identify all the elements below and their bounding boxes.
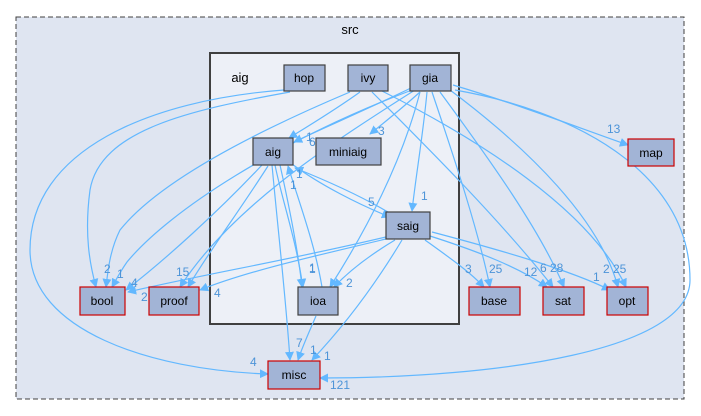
edge-label-saig-base: 3 (465, 262, 472, 276)
edge-label-ioa-aig: 1 (309, 262, 316, 276)
edge-label-aig-bool: 4 (131, 276, 138, 290)
node-ivy-label: ivy (361, 71, 376, 85)
edge-gia-saig (408, 91, 428, 212)
node-ivy[interactable]: ivy (347, 64, 389, 92)
node-ioa-label: ioa (310, 294, 326, 308)
edge-label-gia-misc: 121 (330, 378, 350, 392)
edge-label-aig-saig: 1 (290, 178, 297, 192)
node-bool[interactable]: bool (79, 286, 126, 316)
node-miniaig-label: miniaig (329, 145, 367, 159)
edge-aig-ioa (279, 164, 306, 288)
cluster-src-label: src (341, 22, 359, 37)
edge-saig-sat (429, 235, 548, 288)
edge-label-saig-opt: 1 (593, 270, 600, 284)
node-base[interactable]: base (468, 286, 521, 316)
edge-label-gia-map: 13 (607, 122, 621, 136)
edge-label-gia-aig: 6 (309, 135, 316, 149)
edge-label-ivy-sat: 6 (540, 261, 547, 275)
edge-label-hop-bool: 2 (104, 262, 111, 276)
edge-label-gia-base: 25 (489, 262, 503, 276)
edge-label-ioa-misc: 7 (296, 336, 303, 350)
edge-ivy-opt (379, 89, 627, 288)
edge-label-saig-ioa: 2 (346, 276, 353, 290)
edge-aig-bool (125, 164, 263, 291)
edge-gia-misc (319, 89, 691, 383)
node-proof-label: proof (160, 294, 188, 308)
node-aig-label: aig (265, 145, 281, 159)
edge-saig-ioa (333, 239, 396, 288)
edge-gia-sat (439, 91, 566, 288)
edge-label-saig-bool: 2 (141, 290, 148, 304)
node-saig[interactable]: saig (385, 211, 431, 240)
node-sat[interactable]: sat (542, 286, 585, 316)
edge-gia-opt (449, 89, 621, 288)
edge-ivy-sat (371, 91, 554, 288)
node-ioa[interactable]: ioa (297, 286, 339, 316)
node-map[interactable]: map (627, 138, 675, 167)
edge-label-gia-sat: 28 (550, 261, 564, 275)
edge-label-gia-miniaig: 3 (378, 124, 385, 138)
node-base-label: base (481, 294, 507, 308)
edge-ivy-aig (288, 91, 361, 139)
edge-label-saig-proof: 4 (214, 286, 221, 300)
edge-saig-base (424, 239, 485, 288)
edge-label-ivy-bool: 1 (117, 267, 124, 281)
node-gia[interactable]: gia (409, 64, 452, 92)
edge-label-aig-ioa-up: 1 (296, 167, 303, 181)
edge-label-gia-saig: 1 (421, 189, 428, 203)
edge-label-ivy-opt: 25 (613, 262, 627, 276)
edge-label-aig-misc: 1 (310, 343, 317, 357)
node-aig[interactable]: aig (252, 137, 294, 166)
node-hop[interactable]: hop (283, 64, 326, 92)
node-saig-label: saig (397, 219, 419, 233)
edge-saig-opt (431, 231, 611, 291)
edge-gia-miniaig (369, 91, 421, 135)
edge-label-ivy-aig: 1 (306, 130, 313, 144)
edge-label-saig-aig: 5 (368, 195, 375, 209)
edge-aig-proof (187, 165, 269, 288)
edge-hop-bool (86, 91, 291, 288)
node-hop-label: hop (294, 71, 314, 85)
edge-label-saig-sat: 12 (524, 265, 538, 279)
edge-label-aig-ioa: 1 (309, 261, 316, 275)
node-map-label: map (639, 146, 663, 160)
node-opt[interactable]: opt (606, 286, 649, 316)
node-sat-label: sat (555, 294, 572, 308)
edge-label-gia-opt: 2 (603, 262, 610, 276)
edge-ioa-aig (286, 165, 323, 288)
node-miniaig[interactable]: miniaig (315, 137, 382, 166)
edge-saig-proof (199, 237, 391, 292)
edge-gia-ioa (329, 91, 421, 288)
node-bool-label: bool (91, 294, 114, 308)
edge-label-saig-misc: 1 (324, 349, 331, 363)
edge-label-hop-misc: 4 (250, 355, 257, 369)
edge-saig-misc (311, 239, 403, 361)
edge-aig-saig (291, 163, 391, 219)
node-proof[interactable]: proof (148, 286, 200, 316)
edge-aig-misc (271, 164, 294, 361)
edge-label-gia-proof: 15 (176, 265, 190, 279)
node-gia-label: gia (422, 71, 438, 85)
edge-ivy-bool (102, 91, 351, 288)
edge-gia-bool (111, 89, 413, 288)
cluster-aig-label: aig (231, 70, 248, 85)
edge-hop-misc (29, 89, 285, 379)
edge-ioa-misc (296, 315, 317, 361)
edge-gia-base (431, 91, 493, 288)
edge-saig-aig (294, 166, 394, 216)
node-misc[interactable]: misc (267, 360, 321, 390)
node-misc-label: misc (282, 368, 307, 382)
edge-gia-proof (179, 89, 416, 288)
node-opt-label: opt (619, 294, 636, 308)
edge-gia-map (452, 84, 629, 147)
